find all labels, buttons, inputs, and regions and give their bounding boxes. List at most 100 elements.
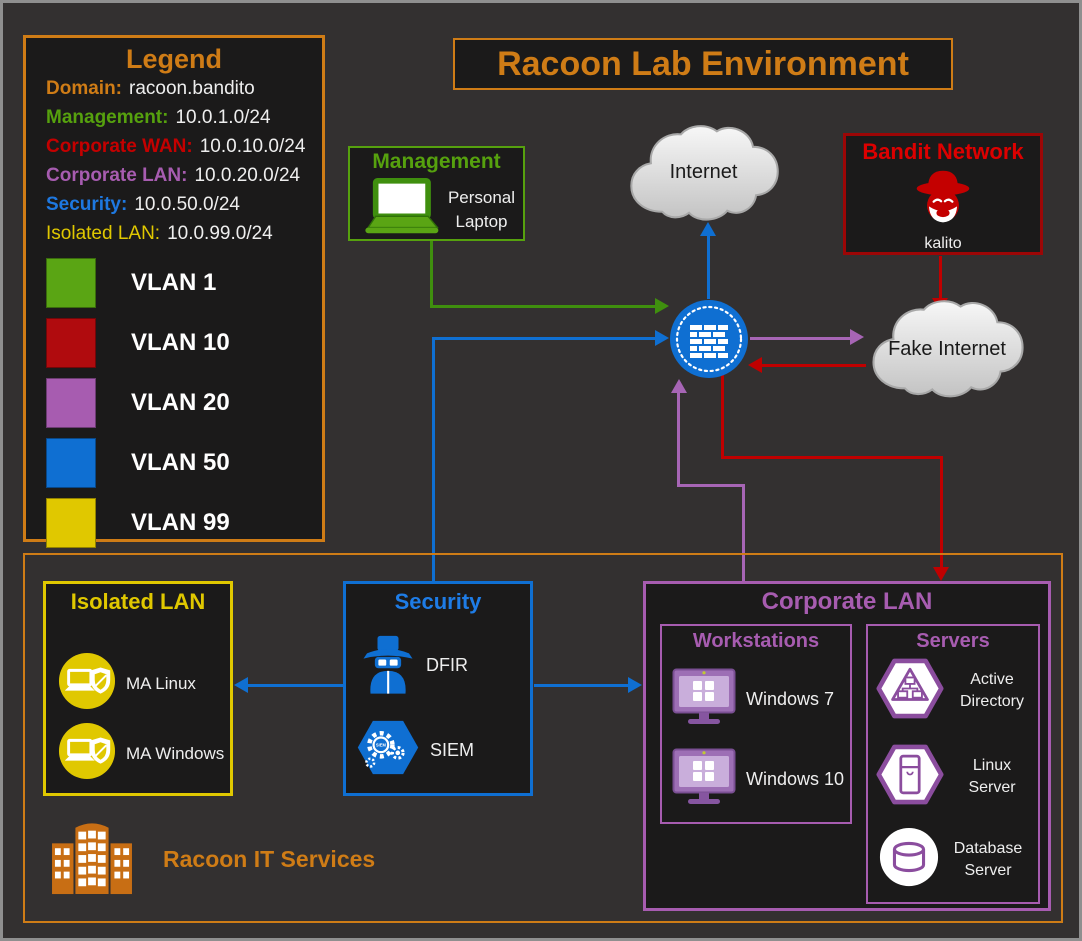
- edge-red-corporate-vertical-2: [940, 456, 943, 569]
- dfir-row: DFIR: [360, 630, 468, 701]
- racoon-it-services-group-box: [23, 553, 1063, 923]
- edge-firewall-fakeinternet-horizontal: [750, 337, 851, 340]
- arrowhead-fakeinternet-firewall: [748, 357, 762, 373]
- legend-vlan-99: VLAN 99: [46, 498, 322, 548]
- edge-firewall-internet-vertical: [707, 236, 710, 299]
- edge-corporate-firewall-horizontal: [677, 484, 745, 487]
- siem-label: SIEM: [430, 739, 475, 760]
- windows7-row: Windows 7: [672, 668, 834, 731]
- security-box: Security DFIR: [343, 581, 533, 796]
- bandit-network-title: Bandit Network: [862, 139, 1024, 164]
- isolated-lan-box: Isolated LAN MA Linux: [43, 581, 233, 796]
- edge-corporate-firewall-vertical-1: [677, 392, 680, 486]
- legend-vlan-50: VLAN 50: [46, 438, 322, 488]
- servers-title: Servers: [916, 630, 990, 652]
- arrowhead-firewall-fakeinternet: [850, 329, 864, 345]
- legend-entry-value: 10.0.20.0/24: [194, 165, 301, 186]
- firewall-brick-wall-icon: [670, 300, 748, 378]
- vlan-10-color-swatch: [46, 318, 96, 368]
- legend-vlan-10: VLAN 10: [46, 318, 322, 368]
- office-building-icon: [48, 818, 136, 901]
- workstations-title: Workstations: [692, 630, 820, 652]
- arrowhead-firewall-internet: [700, 222, 716, 236]
- vlan-1-color-swatch: [46, 258, 96, 308]
- firewall-node: [669, 299, 749, 379]
- security-title: Security: [394, 589, 482, 614]
- legend-entry-management: Management: 10.0.1.0/24: [26, 103, 322, 132]
- legend-entry-label: Isolated LAN:: [46, 223, 161, 244]
- monitor-icon: [672, 748, 736, 811]
- legend-title: Legend: [125, 44, 222, 74]
- vlan-50-color-swatch: [46, 438, 96, 488]
- corporate-lan-box: Corporate LAN Workstations Windows 7: [643, 581, 1051, 911]
- siem-icon-text: SIEM: [376, 742, 387, 747]
- gears-hexagon-icon: SIEM: [356, 719, 420, 781]
- page-title: Racoon Lab Environment: [453, 38, 953, 90]
- arrowhead-security-firewall: [655, 330, 669, 346]
- management-box: Management Personal Laptop: [348, 146, 525, 241]
- arrowhead-corporate-firewall: [671, 379, 687, 393]
- racoon-it-services: Racoon IT Services: [48, 818, 375, 901]
- isolated-lan-title: Isolated LAN: [70, 589, 206, 614]
- ma-windows-row: MA Windows: [58, 722, 224, 785]
- database-server-label: Database Server: [953, 839, 1023, 879]
- edge-bandit-fakeinternet-vertical: [939, 256, 942, 300]
- arrowhead-security-isolated: [234, 677, 248, 693]
- edge-security-firewall-horizontal: [432, 337, 656, 340]
- legend-entry-label: Management:: [46, 107, 169, 128]
- legend-entry-value: 10.0.10.0/24: [199, 136, 306, 157]
- vlan-label: VLAN 50: [131, 449, 230, 476]
- internet-label: Internet: [669, 160, 738, 183]
- hexagon-org-chart-icon: [876, 658, 944, 724]
- edge-security-corporate-horizontal: [534, 684, 629, 687]
- windows7-label: Windows 7: [746, 689, 835, 709]
- linux-server-label: Linux Server: [968, 757, 1016, 796]
- arrowhead-red-corporate: [933, 567, 949, 581]
- internet-cloud: Internet: [621, 121, 786, 229]
- legend-panel: Legend Domain: racoon.bandito Management:…: [23, 35, 325, 548]
- legend-entry-value: 10.0.1.0/24: [175, 107, 271, 128]
- vlan-99-color-swatch: [46, 498, 96, 548]
- vlan-label: VLAN 10: [131, 329, 230, 356]
- vlan-label: VLAN 20: [131, 389, 230, 416]
- workstations-box: Workstations Windows 7: [660, 624, 852, 824]
- laptop-icon: [356, 178, 444, 241]
- legend-vlan-1: VLAN 1: [46, 258, 322, 308]
- malware-analysis-icon: [58, 652, 116, 715]
- legend-entry-domain: Domain: racoon.bandito: [26, 74, 322, 103]
- edge-fakeinternet-firewall-horizontal: [761, 364, 866, 367]
- fake-internet-cloud: Fake Internet: [863, 296, 1031, 408]
- active-directory-label: Active Directory: [959, 671, 1024, 710]
- fake-internet-label: Fake Internet: [888, 337, 1006, 360]
- edge-security-firewall-vertical: [432, 338, 435, 581]
- windows10-label: Windows 10: [746, 769, 845, 789]
- legend-entry-label: Domain:: [46, 78, 122, 99]
- bandit-network-box: Bandit Network kalito: [843, 133, 1043, 255]
- dfir-label: DFIR: [426, 655, 468, 675]
- legend-vlan-20: VLAN 20: [46, 378, 322, 428]
- windows10-row: Windows 10: [672, 748, 844, 811]
- legend-entry-corporate-lan: Corporate LAN: 10.0.20.0/24: [26, 161, 322, 190]
- cloud-icon: [872, 300, 1024, 398]
- arrowhead-security-corporate: [628, 677, 642, 693]
- ma-linux-row: MA Linux: [58, 652, 196, 715]
- hexagon-server-icon: [876, 744, 944, 810]
- legend-entry-value: racoon.bandito: [129, 78, 255, 99]
- legend-entry-label: Security:: [46, 194, 128, 215]
- legend-entry-label: Corporate LAN:: [46, 165, 188, 186]
- database-server-row: Database Server: [878, 826, 1030, 893]
- cloud-icon: [630, 125, 779, 221]
- legend-entry-security: Security:10.0.50.0/24: [26, 190, 322, 219]
- active-directory-row: Active Directory: [876, 658, 1034, 724]
- edge-red-corporate-vertical-1: [721, 366, 724, 459]
- siem-row: SIEM SIEM: [356, 719, 474, 781]
- corporate-lan-title: Corporate LAN: [761, 588, 933, 615]
- racoon-it-services-label: Racoon IT Services: [163, 846, 376, 872]
- ma-linux-label: MA Linux: [126, 673, 196, 693]
- edge-security-isolated-horizontal: [248, 684, 343, 687]
- bandit-device-label: kalito: [924, 235, 962, 252]
- legend-entry-value: 10.0.99.0/24: [167, 223, 273, 244]
- vlan-label: VLAN 99: [131, 509, 230, 536]
- legend-entry-label: Corporate WAN:: [46, 136, 193, 157]
- edge-management-firewall-horizontal: [430, 305, 656, 308]
